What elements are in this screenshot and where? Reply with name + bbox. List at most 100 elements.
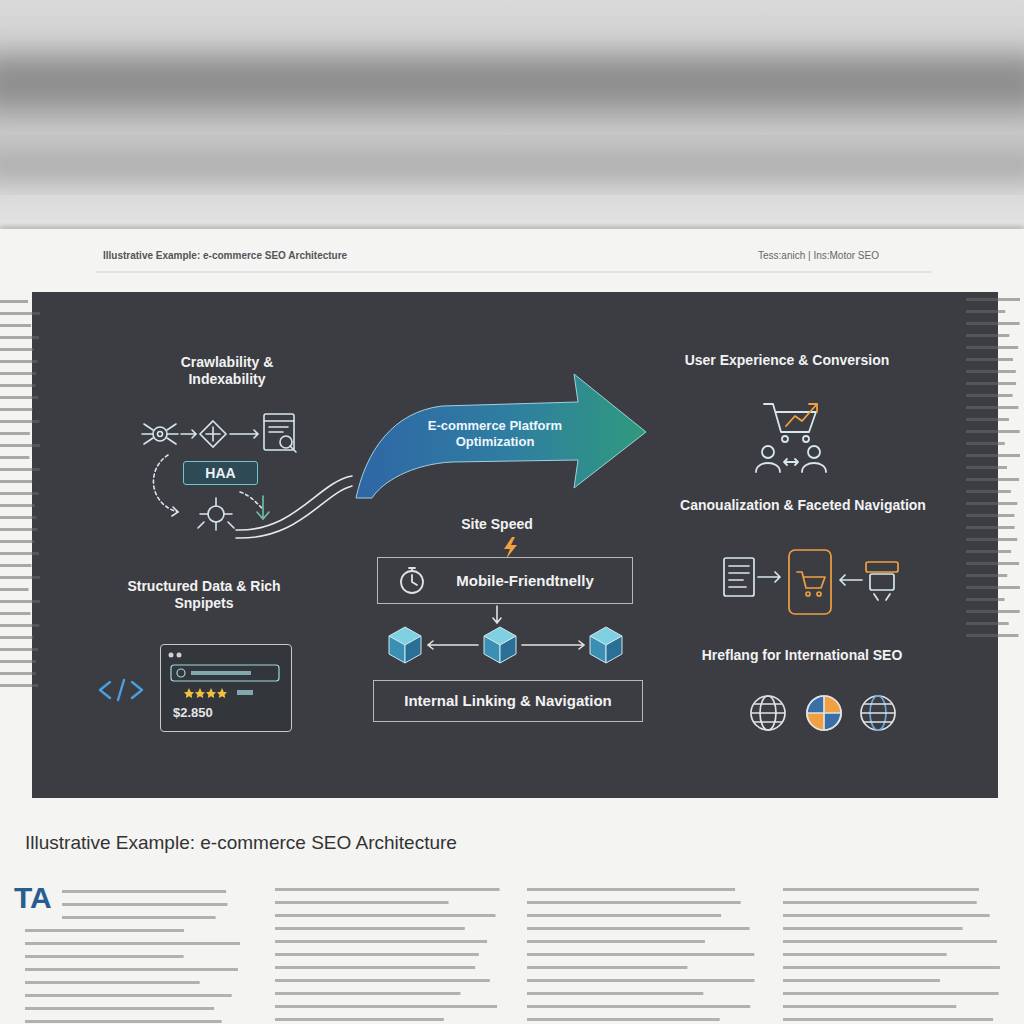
- blurred-text-line: [275, 992, 460, 995]
- blurred-text-line: [966, 538, 1017, 541]
- section-heading: Structured Data & Rich Snpipets: [109, 578, 299, 612]
- blurred-text-line: [783, 953, 947, 956]
- blurred-text-line: [0, 468, 40, 471]
- search-field: [171, 665, 279, 681]
- window-dot: [169, 653, 174, 658]
- blurred-text-line: [783, 888, 979, 891]
- blurred-text-line: [0, 336, 39, 339]
- blurred-text-line: [0, 396, 38, 399]
- blurred-text-line: [62, 903, 227, 906]
- blurred-text-line: [0, 372, 36, 375]
- blurred-text-line: [966, 454, 1020, 457]
- header-rule: [96, 272, 932, 273]
- blurred-text-line: [25, 955, 184, 958]
- blurred-text-line: [966, 310, 1005, 313]
- blurred-text-line: [25, 994, 232, 997]
- blurred-text-line: [966, 550, 1011, 553]
- blurred-text-line: [0, 612, 31, 615]
- header-note: Tess:anich | Ins:Motor SEO: [758, 250, 879, 262]
- lightning-icon: [504, 537, 517, 559]
- blurred-band: [0, 150, 1024, 180]
- drop-cap: TA: [14, 880, 52, 916]
- blurred-text-line: [527, 940, 705, 943]
- blurred-text-line: [25, 1020, 222, 1023]
- blurred-text-line: [275, 979, 490, 982]
- blurred-text-line: [527, 992, 703, 995]
- code-icon: [100, 680, 142, 700]
- blurred-text-line: [0, 636, 34, 639]
- blurred-text-line: [966, 598, 1005, 601]
- blurred-text-line: [783, 979, 940, 982]
- process-arrow: E-commerce Platform Optimization: [352, 372, 648, 500]
- blurred-text-line: [527, 888, 735, 891]
- blurred-text-line: [25, 1007, 214, 1010]
- arrow-outline: [356, 374, 646, 498]
- blurred-text-line: [783, 966, 1000, 969]
- blurred-text-line: [0, 528, 37, 531]
- blurred-text-line: [275, 1005, 497, 1008]
- blurred-text-line: [966, 298, 1020, 301]
- blurred-text-line: [0, 348, 34, 351]
- rating-star: [184, 688, 194, 698]
- blurred-text-line: [0, 456, 29, 459]
- blurred-text-line: [966, 358, 1013, 361]
- blurred-text-line: [966, 430, 1020, 433]
- blurred-text-line: [0, 360, 38, 363]
- blurred-text-line: [527, 966, 687, 969]
- blurred-text-line: [25, 981, 200, 984]
- blurred-text-line: [0, 540, 34, 543]
- section-heading: Canoualization & Faceted Navigation: [678, 497, 928, 514]
- blurred-text-line: [527, 1005, 750, 1008]
- node-text: Internal Linking & Navigation: [404, 692, 612, 710]
- blurred-text-line: [783, 1005, 956, 1008]
- blurred-text-line: [966, 346, 1018, 349]
- blurred-text-line: [0, 384, 35, 387]
- blurred-text-line: [966, 466, 1007, 469]
- blurred-text-line: [0, 624, 39, 627]
- blurred-text-line: [527, 979, 755, 982]
- blurred-text-line: [275, 940, 487, 943]
- blurred-text-line: [966, 610, 1020, 613]
- blurred-text-line: [0, 324, 31, 327]
- blurred-text-line: [966, 478, 1019, 481]
- rating-star: [206, 688, 216, 698]
- stopwatch-icon: [398, 565, 426, 595]
- node-text: HAA: [205, 465, 235, 482]
- blurred-text-line: [527, 901, 741, 904]
- cart-icons: [756, 404, 826, 472]
- blurred-text-line: [0, 504, 35, 507]
- blurred-text-line: [783, 914, 990, 917]
- blurred-text-line: [966, 382, 1016, 385]
- blurred-text-line: [25, 968, 238, 971]
- rating-star: [195, 688, 205, 698]
- blurred-text-line: [966, 334, 1009, 337]
- faceted-icons: [724, 550, 898, 614]
- paper-page: [0, 229, 1024, 1024]
- blurred-text-line: [966, 490, 1011, 493]
- blurred-text-line: [0, 660, 36, 663]
- blurred-text-line: [966, 586, 1020, 589]
- blurred-text-line: [966, 406, 1018, 409]
- blurred-text-line: [966, 322, 1020, 325]
- tag-box: HAA: [183, 461, 258, 485]
- section-heading: Crawlability & Indexability: [142, 354, 312, 388]
- blurred-text-line: [966, 370, 1016, 373]
- window-dot: [177, 653, 182, 658]
- blurred-text-line: [0, 312, 40, 315]
- search-icon: [177, 669, 185, 677]
- caption: Illustrative Example: e-commerce SEO Arc…: [25, 832, 457, 854]
- blurred-body-text: [0, 298, 1020, 1023]
- blurred-text-line: [25, 942, 240, 945]
- blurred-text-line: [966, 634, 1019, 637]
- blurred-text-line: [0, 600, 40, 603]
- section-heading: Site Speed: [432, 516, 562, 533]
- blurred-background: [0, 0, 1024, 232]
- blurred-text-line: [0, 516, 37, 519]
- blurred-text-line: [783, 927, 963, 930]
- blurred-text-line: [0, 672, 36, 675]
- blurred-text-line: [966, 622, 1009, 625]
- blurred-text-line: [0, 420, 40, 423]
- price-text: $2.850: [173, 705, 213, 721]
- blurred-text-line: [62, 890, 226, 893]
- blurred-text-line: [966, 394, 1013, 397]
